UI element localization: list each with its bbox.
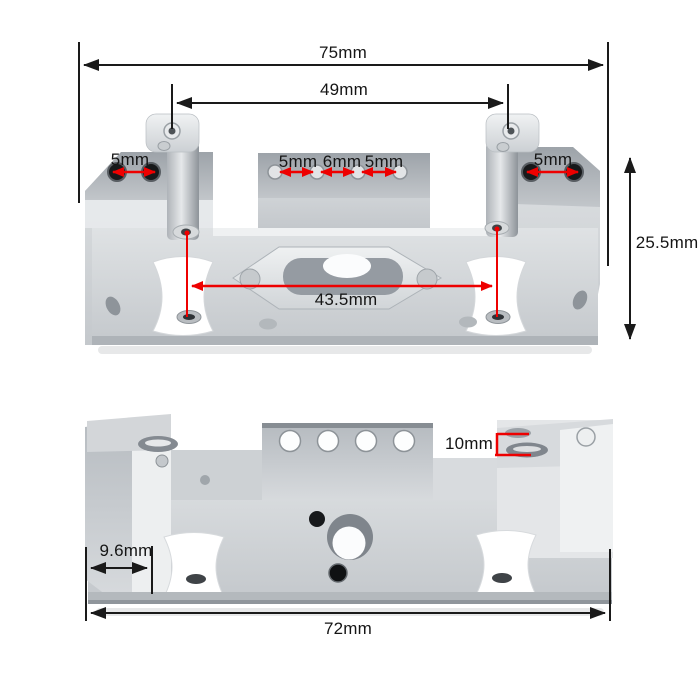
dimension-43-5mm: [184, 226, 500, 317]
dimension-72mm: [90, 549, 611, 621]
dimension-label-10mm: 10mm: [444, 434, 494, 453]
center-holes-rear: [309, 511, 373, 583]
black-dimension-lines: [78, 42, 636, 621]
dimension-75mm: [78, 42, 609, 266]
dimension-label-49mm: 49mm: [319, 80, 369, 99]
dimension-label-25-5mm: 25.5mm: [635, 233, 699, 252]
dimension-label-75mm: 75mm: [318, 43, 368, 62]
red-dimension-lines: [112, 167, 579, 457]
saddle-cutouts-front: [152, 256, 527, 336]
rear-left-tower: [85, 414, 262, 598]
saddle-cutouts-rear: [163, 530, 537, 602]
dimension-10mm-bracket: [495, 432, 531, 457]
right-post: [484, 113, 540, 237]
front-view-photo: [85, 113, 600, 354]
dimension-label-5mm-left: 5mm: [110, 150, 150, 169]
dimension-label-5mm-right: 5mm: [533, 150, 573, 169]
rear-right-tower: [497, 419, 613, 558]
dimension-49mm: [171, 84, 509, 129]
dimension-label-5mm-center-2: 5mm: [364, 152, 404, 171]
dimension-label-5mm-center-1: 5mm: [278, 152, 318, 171]
left-post: [145, 113, 200, 240]
dimension-label-6mm-center: 6mm: [322, 152, 362, 171]
dimension-9-6mm: [85, 546, 153, 621]
dimension-label-9-6mm: 9.6mm: [99, 541, 153, 560]
dimension-label-43-5mm: 43.5mm: [314, 290, 378, 309]
dimension-label-72mm: 72mm: [323, 619, 373, 638]
back-plate: [262, 423, 433, 500]
rear-view-photo: [85, 414, 613, 616]
